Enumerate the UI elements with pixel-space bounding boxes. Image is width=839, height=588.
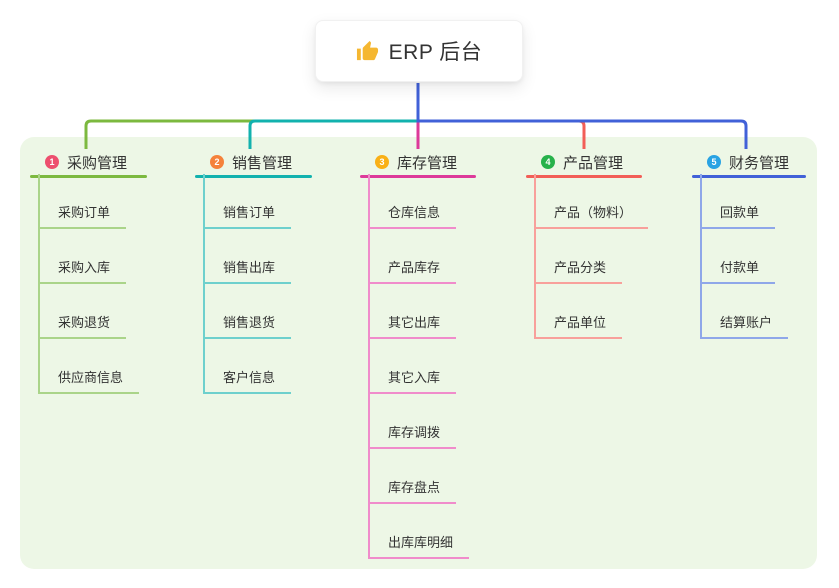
child-item-label: 产品单位	[534, 312, 623, 339]
branch-product-head[interactable]: 4 产品管理	[526, 149, 642, 175]
thumbs-up-icon-path	[356, 40, 378, 60]
child-item-label: 采购入库	[38, 257, 127, 284]
child-item[interactable]: 回款单	[700, 174, 806, 229]
branch-underline	[195, 175, 312, 178]
branch-finance-head[interactable]: 5 财务管理	[692, 149, 806, 175]
branch-underline	[692, 175, 806, 178]
branch-children: 仓库信息 产品库存 其它出库 其它入库 库存调拨 库存盘点 出库库明细	[368, 174, 476, 559]
branch-number-badge: 4	[541, 155, 555, 169]
child-item[interactable]: 采购退货	[38, 284, 147, 339]
child-item-label: 销售订单	[203, 202, 292, 229]
branch-number-badge: 5	[707, 155, 721, 169]
children-connector-line	[38, 174, 40, 394]
child-item-label: 库存盘点	[368, 477, 457, 504]
branch-children: 回款单 付款单 结算账户	[700, 174, 806, 339]
branch-sales-head[interactable]: 2 销售管理	[195, 149, 312, 175]
children-connector-line	[368, 174, 370, 559]
child-item-label: 库存调拨	[368, 422, 457, 449]
child-item-label: 产品库存	[368, 257, 457, 284]
branch-label: 销售管理	[232, 154, 293, 172]
child-item[interactable]: 产品库存	[368, 229, 476, 284]
branch-number-badge: 2	[210, 155, 224, 169]
branch-label: 库存管理	[397, 154, 458, 172]
child-item[interactable]: 产品（物料）	[534, 174, 649, 229]
branch-inventory: 3 库存管理 仓库信息 产品库存 其它出库 其它入库 库存调拨 库存盘点 出库库…	[360, 149, 476, 559]
child-item[interactable]: 销售出库	[203, 229, 312, 284]
child-item[interactable]: 采购入库	[38, 229, 147, 284]
child-item[interactable]: 库存盘点	[368, 449, 476, 504]
branch-number-badge: 3	[375, 155, 389, 169]
child-item[interactable]: 付款单	[700, 229, 806, 284]
children-connector-line	[203, 174, 205, 394]
branch-underline	[360, 175, 476, 178]
branch-label: 采购管理	[67, 154, 128, 172]
child-item-label: 回款单	[700, 202, 776, 229]
branch-product: 4 产品管理 产品（物料） 产品分类 产品单位	[526, 149, 649, 339]
child-item[interactable]: 其它入库	[368, 339, 476, 394]
branch-children: 采购订单 采购入库 采购退货 供应商信息	[38, 174, 147, 394]
branch-children: 产品（物料） 产品分类 产品单位	[534, 174, 649, 339]
child-item[interactable]: 产品分类	[534, 229, 642, 284]
child-item-label: 仓库信息	[368, 202, 457, 229]
thumbs-up-icon	[356, 40, 378, 60]
child-item[interactable]: 库存调拨	[368, 394, 476, 449]
root-node[interactable]: ERP 后台	[315, 20, 523, 82]
child-item[interactable]: 结算账户	[700, 284, 806, 339]
child-item[interactable]: 产品单位	[534, 284, 642, 339]
branch-inventory-head[interactable]: 3 库存管理	[360, 149, 476, 175]
mindmap-background-panel	[20, 137, 817, 569]
child-item[interactable]: 客户信息	[203, 339, 312, 394]
child-item[interactable]: 销售订单	[203, 174, 312, 229]
child-item-label: 销售退货	[203, 312, 292, 339]
child-item[interactable]: 出库库明细	[368, 504, 476, 559]
branch-underline	[30, 175, 147, 178]
branch-sales: 2 销售管理 销售订单 销售出库 销售退货 客户信息	[195, 149, 312, 394]
child-item-label: 结算账户	[700, 312, 789, 339]
child-item-label: 供应商信息	[38, 367, 140, 394]
root-title: ERP 后台	[388, 41, 483, 64]
child-item-label: 销售出库	[203, 257, 292, 284]
child-item-label: 采购退货	[38, 312, 127, 339]
child-item-label: 其它出库	[368, 312, 457, 339]
branch-label: 财务管理	[729, 154, 790, 172]
children-connector-line	[700, 174, 702, 339]
branch-purchase: 1 采购管理 采购订单 采购入库 采购退货 供应商信息	[30, 149, 147, 394]
child-item-label: 产品分类	[534, 257, 623, 284]
branch-finance: 5 财务管理 回款单 付款单 结算账户	[692, 149, 806, 339]
child-item-label: 其它入库	[368, 367, 457, 394]
child-item[interactable]: 采购订单	[38, 174, 147, 229]
child-item-label: 采购订单	[38, 202, 127, 229]
child-item-label: 付款单	[700, 257, 776, 284]
child-item[interactable]: 仓库信息	[368, 174, 476, 229]
branch-number-badge: 1	[45, 155, 59, 169]
child-item[interactable]: 供应商信息	[38, 339, 147, 394]
child-item-label: 客户信息	[203, 367, 292, 394]
branch-underline	[526, 175, 642, 178]
child-item[interactable]: 销售退货	[203, 284, 312, 339]
child-item[interactable]: 其它出库	[368, 284, 476, 339]
child-item-label: 出库库明细	[368, 532, 470, 559]
branch-purchase-head[interactable]: 1 采购管理	[30, 149, 147, 175]
branch-children: 销售订单 销售出库 销售退货 客户信息	[203, 174, 312, 394]
child-item-label: 产品（物料）	[534, 202, 649, 229]
children-connector-line	[534, 174, 536, 339]
branch-label: 产品管理	[563, 154, 624, 172]
